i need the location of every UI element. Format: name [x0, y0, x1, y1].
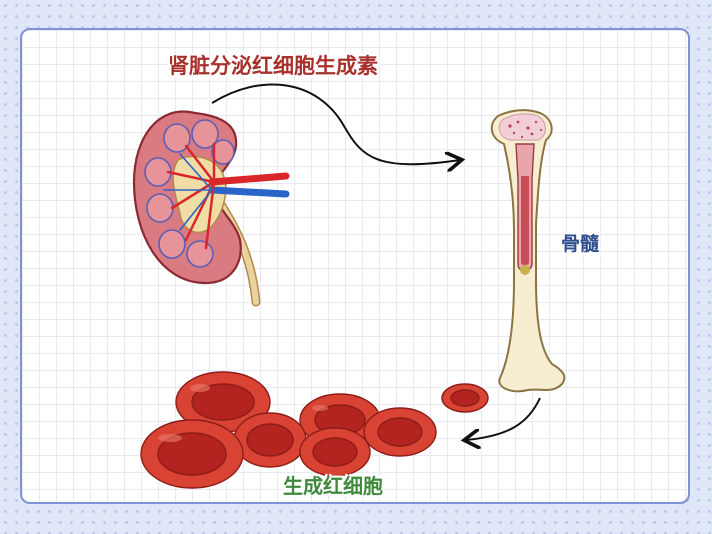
bone-icon: [490, 109, 566, 393]
kidney-epo-label: 肾脏分泌红细胞生成素: [168, 54, 378, 78]
diagram-card: [20, 28, 690, 504]
red-blood-cells-icon: [140, 371, 489, 489]
kidney-icon: [132, 110, 290, 307]
produce-rbc-label: 生成红细胞: [283, 474, 383, 498]
bone-marrow-label: 骨髓: [561, 233, 600, 255]
arrow-bone-to-cells: [466, 397, 541, 440]
arrow-kidney-to-bone: [211, 83, 460, 164]
